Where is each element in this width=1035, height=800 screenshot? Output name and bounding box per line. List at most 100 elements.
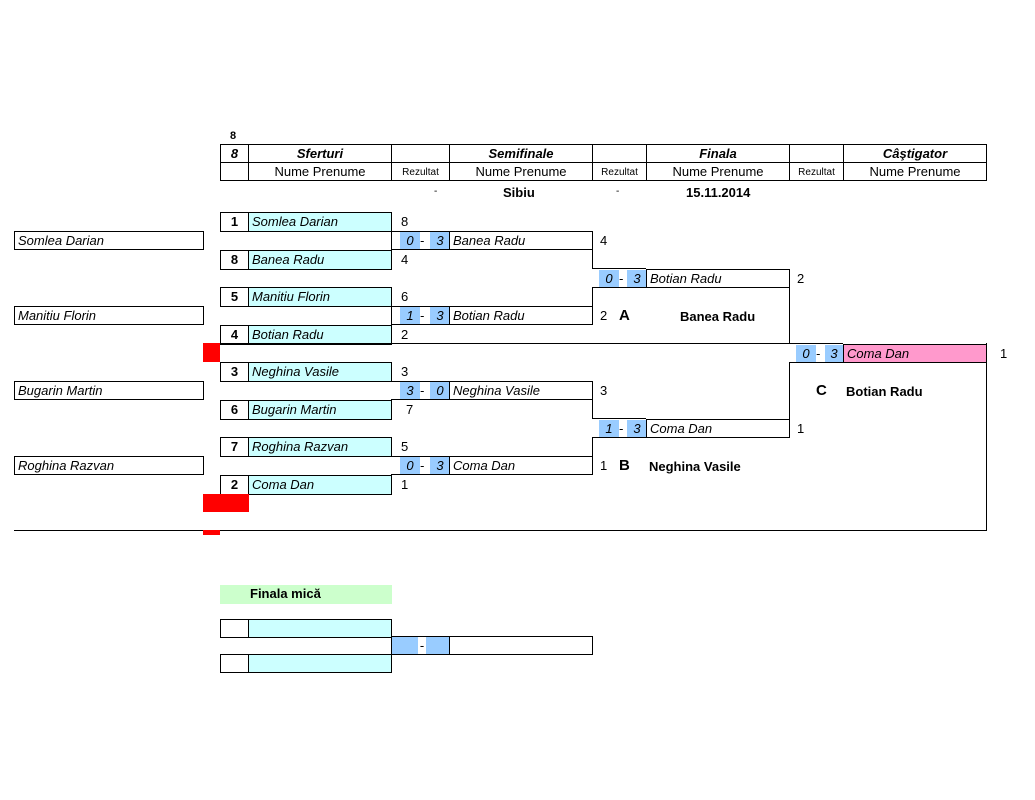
qf-name: Somlea Darian [248, 212, 392, 232]
connector [391, 249, 449, 250]
small-final-seed-1 [220, 619, 249, 638]
left-name: Bugarin Martin [14, 381, 204, 400]
qf-seed: 1 [220, 212, 249, 232]
sf-name: Botian Radu [449, 306, 593, 325]
event-date: 15.11.2014 [686, 185, 751, 200]
qf-score: 8 [401, 214, 409, 229]
f-result-2: 3 [627, 270, 647, 287]
sf-score: 4 [600, 233, 608, 248]
header-semifinale: Semifinale [449, 144, 593, 163]
header-num: 8 [220, 144, 249, 163]
connector [391, 324, 449, 325]
f-name: Botian Radu [646, 269, 790, 288]
sf-name: Neghina Vasile [449, 381, 593, 400]
small-final-title: Finala mică [220, 585, 392, 604]
connector [391, 456, 449, 457]
connector [391, 231, 392, 250]
connector [592, 437, 646, 438]
qf-score: 5 [401, 439, 409, 454]
connector [592, 249, 593, 269]
qf-seed: 2 [220, 475, 249, 495]
f-sep: - [618, 421, 624, 436]
header-sferturi: Sferturi [248, 144, 392, 163]
sf-result-2: 3 [430, 232, 450, 249]
sf-score: 2 [600, 308, 608, 323]
letter-c-name: Botian Radu [846, 384, 923, 399]
qf-seed: 6 [220, 400, 249, 420]
sf-result-1: 0 [400, 232, 420, 249]
connector [789, 362, 790, 419]
qf-seed: 5 [220, 287, 249, 307]
f-sep: - [618, 271, 624, 286]
connector [391, 306, 449, 307]
qf-seed: 8 [220, 250, 249, 270]
subheader-rezultat-1: Rezultat [391, 162, 450, 181]
small-final-result-2 [426, 637, 449, 654]
subheader-nume-1: Nume Prenume [248, 162, 392, 181]
sf-result-2: 3 [430, 307, 450, 324]
header-finala: Finala [646, 144, 790, 163]
f-name: Coma Dan [646, 419, 790, 438]
qf-seed: 7 [220, 437, 249, 457]
letter-b-name: Neghina Vasile [649, 459, 741, 474]
winner-result-1: 0 [796, 345, 816, 362]
top-count: 8 [230, 130, 237, 142]
connector [592, 287, 646, 288]
frame-line [14, 530, 987, 531]
header-castigator: Câştigator [843, 144, 987, 163]
event-dash-2: - [616, 186, 620, 197]
sf-score: 3 [600, 383, 608, 398]
qf-score: 1 [401, 477, 409, 492]
subheader-blank [220, 162, 249, 181]
sf-result-1: 0 [400, 457, 420, 474]
frame-line [986, 343, 987, 531]
qf-name: Banea Radu [248, 250, 392, 270]
small-final-name-1 [248, 619, 392, 638]
qf-name: Neghina Vasile [248, 362, 392, 382]
qf-score: 7 [406, 402, 414, 417]
small-final-sep: - [419, 638, 425, 653]
letter-b: B [619, 457, 630, 474]
sf-sep: - [419, 383, 425, 398]
sf-result-1: 1 [400, 307, 420, 324]
event-location: Sibiu [503, 185, 535, 200]
qf-name: Bugarin Martin [248, 400, 392, 420]
connector [391, 231, 449, 232]
sf-name: Banea Radu [449, 231, 593, 250]
winner-sep: - [815, 346, 821, 361]
small-final-name-winner [449, 636, 593, 655]
sf-result-2: 3 [430, 457, 450, 474]
header-blank-2 [592, 144, 647, 163]
connector [789, 287, 790, 344]
left-name: Roghina Razvan [14, 456, 204, 475]
connector [391, 306, 392, 325]
sf-score: 1 [600, 458, 608, 473]
connector [592, 268, 646, 269]
sf-sep: - [419, 308, 425, 323]
connector [592, 437, 593, 456]
qf-score: 2 [401, 327, 409, 342]
connector [592, 399, 593, 419]
qf-name: Manitiu Florin [248, 287, 392, 307]
connector [789, 343, 843, 344]
letter-a-name: Banea Radu [680, 309, 756, 324]
sf-sep: - [419, 233, 425, 248]
connector [592, 418, 646, 419]
event-dash-1: - [434, 186, 438, 197]
f-score: 2 [797, 271, 805, 286]
qf-seed: 4 [220, 325, 249, 345]
winner-name: Coma Dan [843, 344, 987, 363]
f-result-2: 3 [627, 420, 647, 437]
qf-score: 4 [401, 252, 409, 267]
left-name: Manitiu Florin [14, 306, 204, 325]
qf-name: Roghina Razvan [248, 437, 392, 457]
left-name: Somlea Darian [14, 231, 204, 250]
header-blank-1 [391, 144, 450, 163]
connector [391, 381, 449, 382]
subheader-rezultat-3: Rezultat [789, 162, 844, 181]
subheader-nume-4: Nume Prenume [843, 162, 987, 181]
f-score: 1 [797, 421, 805, 436]
qf-name: Botian Radu [248, 325, 392, 345]
qf-seed: 3 [220, 362, 249, 382]
small-final-seed-2 [220, 654, 249, 673]
